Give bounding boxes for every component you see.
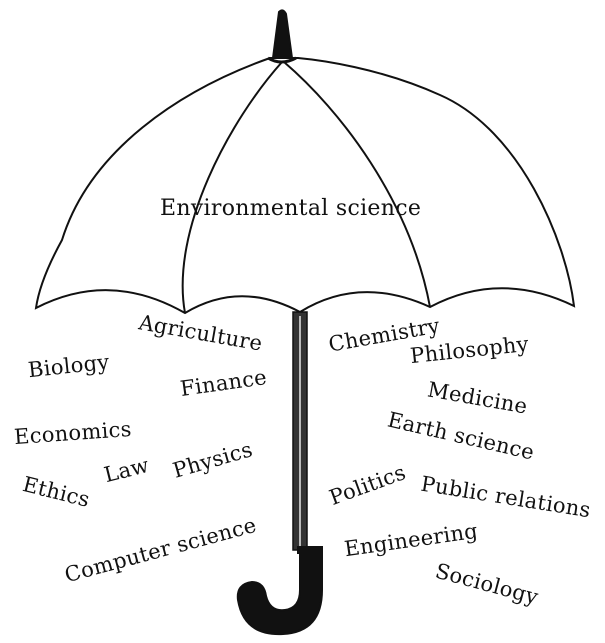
- umbrella-canopy: [34, 57, 576, 315]
- center-label: Environmental science: [160, 196, 422, 221]
- umbrella-handle: [236, 551, 323, 636]
- umbrella-rib-right: [283, 61, 431, 308]
- umbrella-tip: [271, 9, 294, 59]
- umbrella-handle-ferrule: [297, 546, 323, 554]
- umbrella-rib-left: [181, 61, 283, 314]
